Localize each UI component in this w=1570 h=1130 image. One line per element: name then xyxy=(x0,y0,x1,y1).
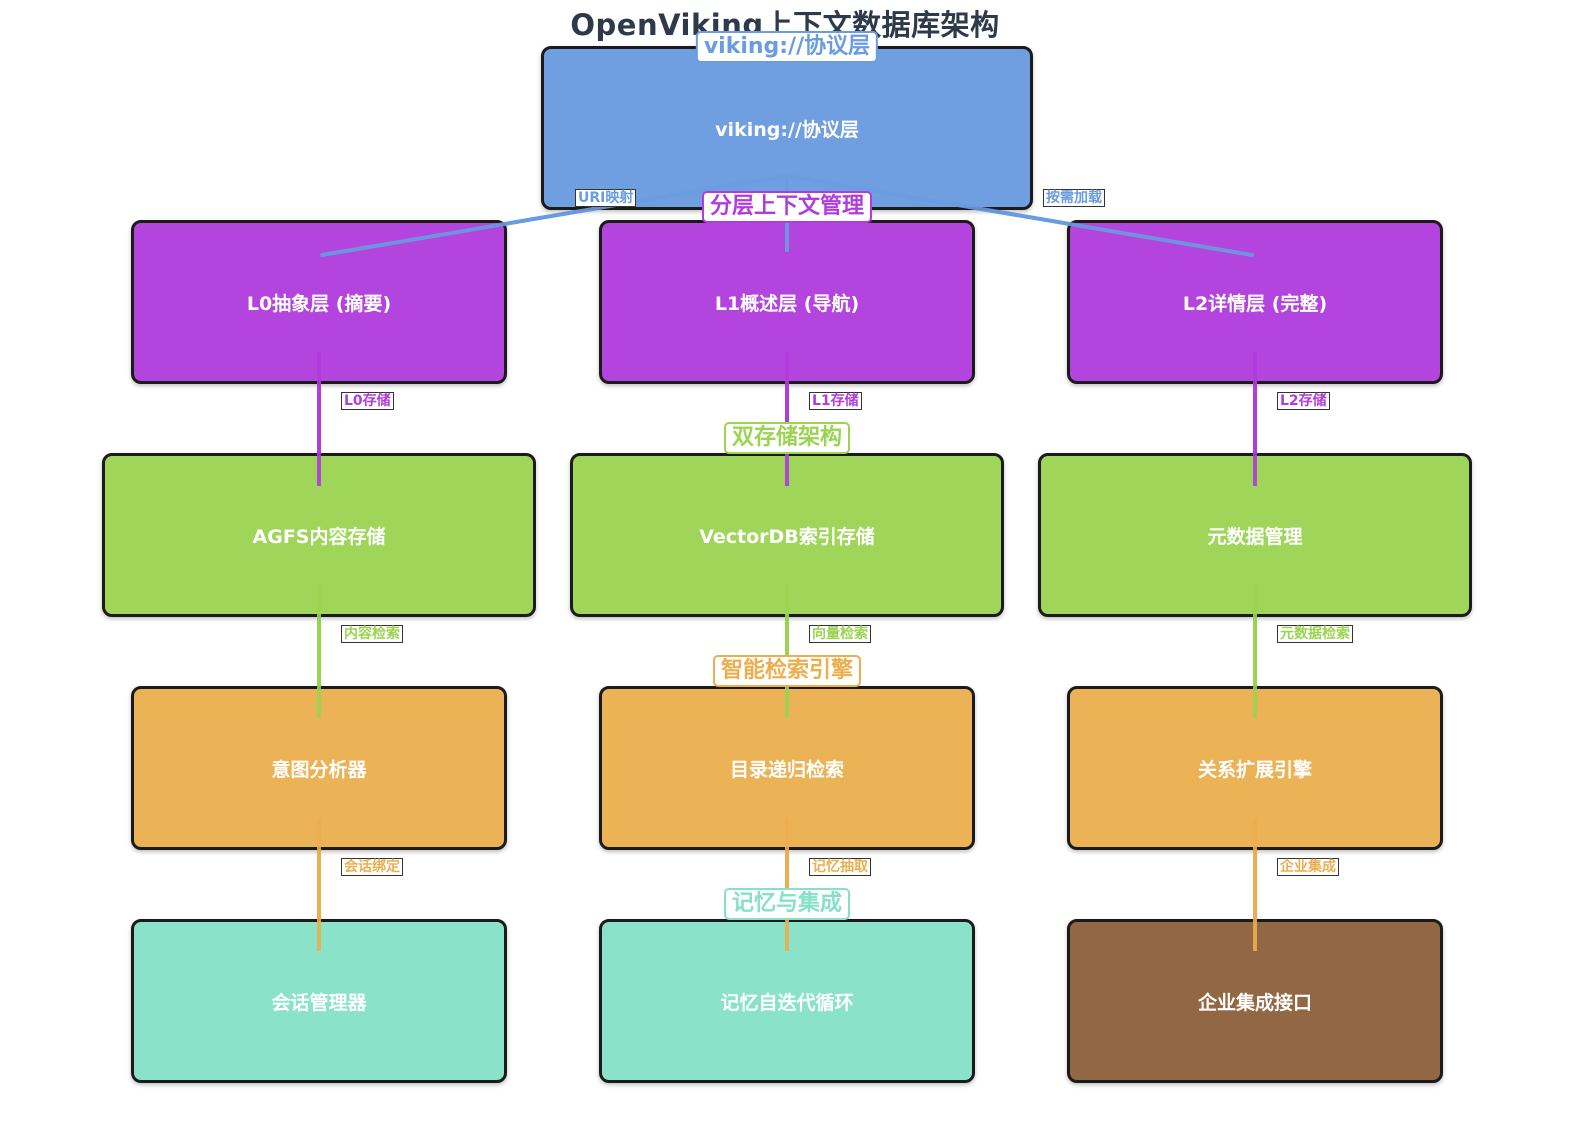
node-recursive: 目录递归检索 xyxy=(599,686,975,850)
edge-label-l0-store: L0存储 xyxy=(341,392,394,410)
edge-label-vector-search: 向量检索 xyxy=(809,625,871,643)
layer-label-context: 分层上下文管理 xyxy=(701,191,873,223)
edge-label-content-search: 内容检索 xyxy=(341,625,403,643)
node-agfs-label: AGFS内容存储 xyxy=(252,525,386,548)
node-l0-label: L0抽象层 (摘要) xyxy=(246,292,392,315)
edge-label-enterprise-integ: 企业集成 xyxy=(1277,858,1339,876)
node-l2-label: L2详情层 (完整) xyxy=(1182,292,1328,315)
node-memory-loop-label: 记忆自迭代循环 xyxy=(720,991,854,1014)
node-l2: L2详情层 (完整) xyxy=(1067,220,1443,384)
layer-label-protocol: viking://协议层 xyxy=(695,31,879,63)
edge-label-l2-store: L2存储 xyxy=(1277,392,1330,410)
node-protocol-label: viking://协议层 xyxy=(715,118,859,141)
node-metadata-label: 元数据管理 xyxy=(1207,525,1303,548)
node-enterprise-label: 企业集成接口 xyxy=(1197,991,1312,1014)
node-vectordb: VectorDB索引存储 xyxy=(570,453,1004,617)
node-session-label: 会话管理器 xyxy=(271,991,367,1014)
edge-label-on-demand: 按需加载 xyxy=(1043,189,1105,207)
edge-label-meta-search: 元数据检索 xyxy=(1277,625,1353,643)
node-enterprise: 企业集成接口 xyxy=(1067,919,1443,1083)
node-relation: 关系扩展引擎 xyxy=(1067,686,1443,850)
edge-label-session-bind: 会话绑定 xyxy=(341,858,403,876)
node-metadata: 元数据管理 xyxy=(1038,453,1472,617)
node-intent: 意图分析器 xyxy=(131,686,507,850)
node-relation-label: 关系扩展引擎 xyxy=(1197,758,1312,781)
layer-label-memory: 记忆与集成 xyxy=(723,888,851,920)
node-recursive-label: 目录递归检索 xyxy=(729,758,844,781)
node-l1-label: L1概述层 (导航) xyxy=(714,292,860,315)
node-vectordb-label: VectorDB索引存储 xyxy=(699,525,875,548)
layer-label-retrieval: 智能检索引擎 xyxy=(712,655,862,687)
node-intent-label: 意图分析器 xyxy=(271,758,367,781)
node-l0: L0抽象层 (摘要) xyxy=(131,220,507,384)
node-memory-loop: 记忆自迭代循环 xyxy=(599,919,975,1083)
edge-label-l1-store: L1存储 xyxy=(809,392,862,410)
node-l1: L1概述层 (导航) xyxy=(599,220,975,384)
layer-label-storage: 双存储架构 xyxy=(723,422,851,454)
edge-label-memory-extract: 记忆抽取 xyxy=(809,858,871,876)
node-agfs: AGFS内容存储 xyxy=(102,453,536,617)
edge-label-uri-map: URI映射 xyxy=(575,189,637,207)
node-session: 会话管理器 xyxy=(131,919,507,1083)
node-protocol: viking://协议层 xyxy=(541,46,1033,210)
